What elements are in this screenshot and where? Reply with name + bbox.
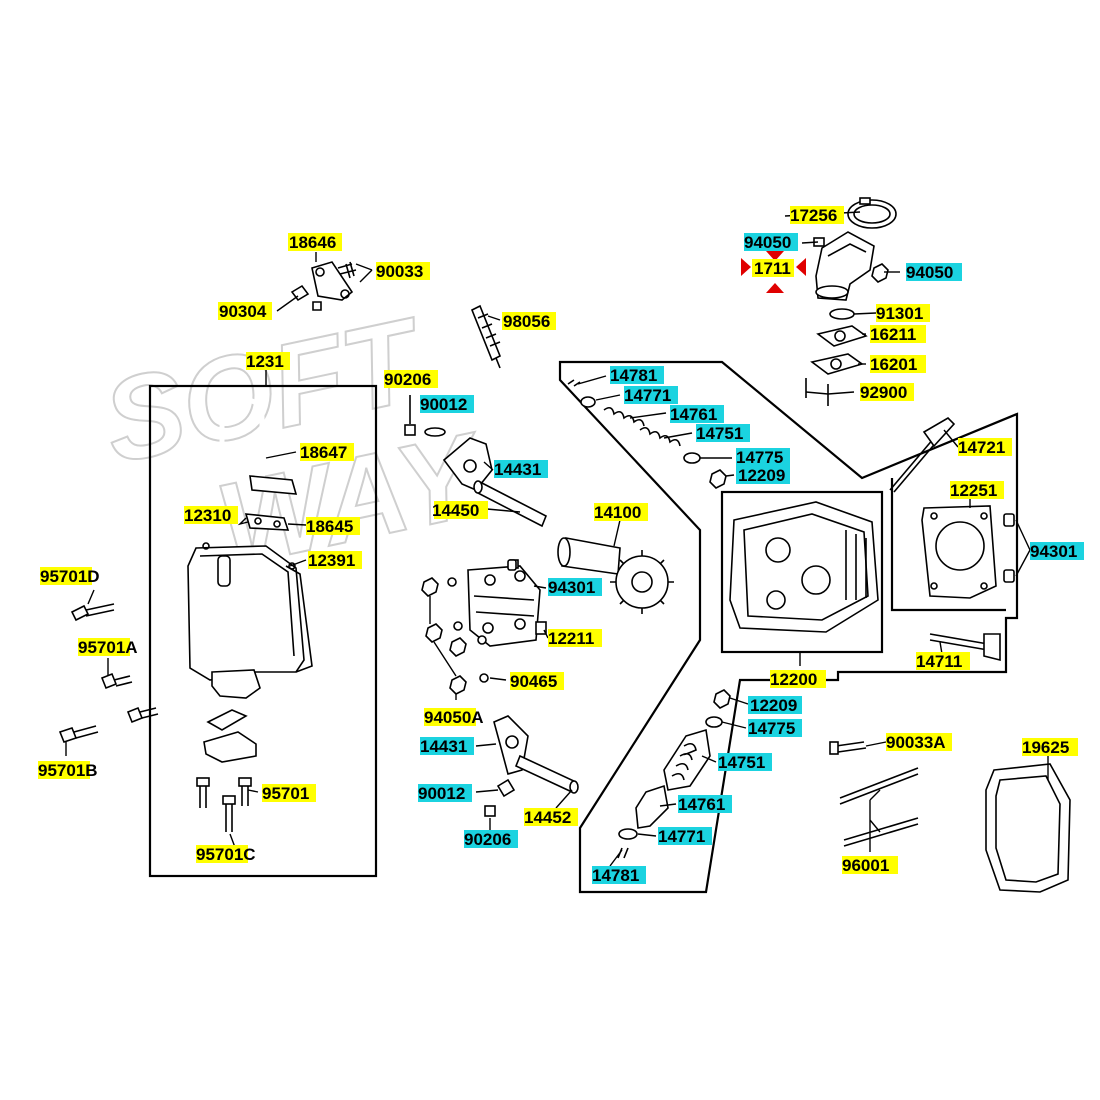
label-90304[interactable]: 90304 — [219, 302, 267, 321]
label-14751-top[interactable]: 14751 — [696, 424, 743, 443]
label-14431-bot[interactable]: 14431 — [420, 737, 467, 756]
label-94301-mid[interactable]: 94301 — [548, 578, 595, 597]
bolts-90033A — [829, 741, 867, 755]
label-90033A[interactable]: 90033A — [886, 733, 946, 752]
label-94050-left[interactable]: 94050 — [744, 233, 791, 252]
cylinder-head-box — [720, 490, 884, 654]
watermark: SOFT WAY — [92, 292, 499, 594]
label-14450[interactable]: 14450 — [432, 501, 479, 520]
label-95701B[interactable]: 95701B — [38, 761, 98, 780]
label-14761-top[interactable]: 14761 — [670, 405, 717, 424]
label-90465[interactable]: 90465 — [510, 672, 557, 691]
spark-plug-98056 — [470, 304, 502, 369]
label-14452[interactable]: 14452 — [524, 808, 571, 827]
label-94050-right[interactable]: 94050 — [906, 263, 953, 282]
label-18645[interactable]: 18645 — [306, 517, 353, 536]
label-12200[interactable]: 12200 — [770, 670, 817, 689]
label-90012-top[interactable]: 90012 — [420, 395, 467, 414]
label-95701A[interactable]: 95701A — [78, 638, 138, 657]
valve-train-top — [567, 379, 727, 489]
label-94050A[interactable]: 94050A — [424, 708, 484, 727]
label-14771-top[interactable]: 14771 — [624, 386, 671, 405]
clamp-17256 — [847, 197, 897, 229]
valve-cover-12391 — [187, 542, 313, 699]
valve-14721 — [889, 416, 956, 493]
label-90206-top[interactable]: 90206 — [384, 370, 431, 389]
label-14751-bot[interactable]: 14751 — [718, 753, 765, 772]
label-12209-bot[interactable]: 12209 — [750, 696, 797, 715]
label-14100[interactable]: 14100 — [594, 503, 641, 522]
valve-14711 — [929, 633, 1001, 662]
nut-washer-top — [404, 395, 446, 437]
label-96001[interactable]: 96001 — [842, 856, 889, 875]
label-18646[interactable]: 18646 — [289, 233, 336, 252]
studs-96001 — [839, 767, 919, 847]
label-1231[interactable]: 1231 — [246, 352, 284, 371]
label-12251[interactable]: 12251 — [950, 481, 997, 500]
label-18647[interactable]: 18647 — [300, 443, 347, 462]
bolts-94050-intake — [813, 237, 889, 283]
label-14775-bot[interactable]: 14775 — [748, 719, 795, 738]
oring-91301 — [829, 308, 855, 320]
valve-train-bottom — [617, 689, 731, 859]
bolts-bottom — [196, 777, 252, 832]
label-14775-top[interactable]: 14775 — [736, 448, 783, 467]
leader-lines — [65, 211, 1049, 867]
cam-holder-12211 — [467, 559, 547, 647]
label-90012-bot[interactable]: 90012 — [418, 784, 465, 803]
label-92900[interactable]: 92900 — [860, 383, 907, 402]
label-94301-right[interactable]: 94301 — [1030, 542, 1077, 561]
label-16201[interactable]: 16201 — [870, 355, 917, 374]
red-markers — [741, 251, 806, 293]
label-14781-top[interactable]: 14781 — [610, 366, 657, 385]
rocker-shaft-14452 — [514, 754, 579, 794]
dowels-94301-mid — [507, 559, 517, 571]
label-98056[interactable]: 98056 — [503, 312, 550, 331]
label-95701C[interactable]: 95701C — [196, 845, 256, 864]
label-90033[interactable]: 90033 — [376, 262, 423, 281]
adjuster-screw-bottom — [484, 778, 516, 817]
cylinder-gasket-group-box — [890, 478, 1006, 612]
pipe-1231 — [219, 397, 298, 495]
label-14781-bot[interactable]: 14781 — [592, 866, 639, 885]
cylinder-head-valve-group-box — [558, 360, 1019, 894]
nuts-94050A — [421, 577, 467, 695]
label-14431-top[interactable]: 14431 — [494, 460, 541, 479]
label-12211[interactable]: 12211 — [548, 629, 594, 648]
label-95701[interactable]: 95701 — [262, 784, 309, 803]
label-14721[interactable]: 14721 — [958, 438, 1005, 457]
dowels-94301-right — [1003, 513, 1015, 583]
breather-parts — [203, 709, 257, 763]
cylinder-head-12200 — [729, 501, 879, 633]
label-90206-bot[interactable]: 90206 — [464, 830, 511, 849]
intake-manifold-1711 — [815, 231, 875, 301]
washers-90465 — [447, 577, 489, 683]
label-19625[interactable]: 19625 — [1022, 738, 1069, 757]
valve-cover-group-box — [148, 384, 378, 878]
bolts-left — [58, 603, 159, 743]
label-12391[interactable]: 12391 — [308, 551, 355, 570]
label-17256[interactable]: 17256 — [790, 206, 837, 225]
label-12310[interactable]: 12310 — [184, 506, 231, 525]
cylinder-gasket-12251 — [921, 505, 997, 599]
gasket-18645 — [244, 513, 290, 531]
rocker-shaft-14450 — [473, 480, 548, 528]
label-1711[interactable]: 1711 — [754, 259, 791, 278]
label-14761-bot[interactable]: 14761 — [678, 795, 725, 814]
label-14771-bot[interactable]: 14771 — [658, 827, 705, 846]
label-91301[interactable]: 91301 — [876, 304, 923, 323]
camshaft-14100 — [557, 537, 674, 614]
studs-92900 — [805, 378, 829, 406]
gaskets-16211-16201 — [810, 325, 868, 375]
gasket-19625 — [985, 763, 1071, 893]
label-12209-top[interactable]: 12209 — [738, 466, 785, 485]
label-95701D[interactable]: 95701D — [40, 567, 100, 586]
label-14711[interactable]: 14711 — [916, 652, 962, 671]
label-16211[interactable]: 16211 — [870, 325, 916, 344]
exhaust-bracket-18646 — [290, 261, 357, 311]
